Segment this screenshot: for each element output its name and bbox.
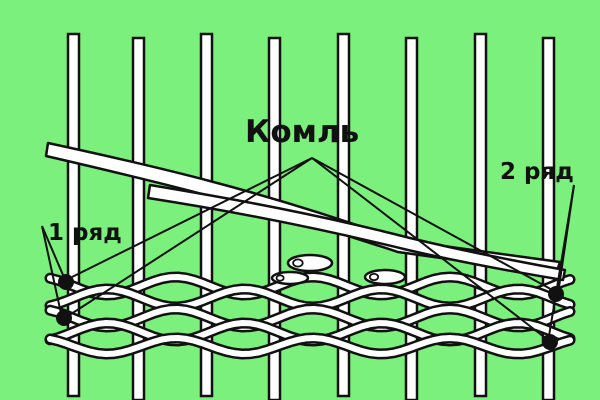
stake-5 xyxy=(336,32,351,398)
rod-tips xyxy=(270,253,407,286)
rod-butt-2 xyxy=(363,268,407,286)
stake-6 xyxy=(404,36,419,400)
marker-dot-1 xyxy=(58,274,74,290)
weave-rod-3 xyxy=(47,305,573,331)
rod-butt-core-3 xyxy=(275,274,285,282)
pointer-lines xyxy=(41,157,575,343)
stake-7 xyxy=(473,32,488,398)
weave-rod-1 xyxy=(47,273,573,299)
stake-8 xyxy=(541,36,556,400)
stake-1 xyxy=(66,32,81,398)
row-2-label: 2 ряд xyxy=(500,159,574,185)
pointer-line-6 xyxy=(41,225,63,319)
pointer-line-5 xyxy=(41,225,67,283)
marker-dot-2 xyxy=(56,310,72,326)
rod-butt-core-1 xyxy=(292,258,304,268)
woven-rods xyxy=(44,141,576,360)
stake-2 xyxy=(131,36,146,400)
weave-rod-5 xyxy=(47,334,573,358)
marker-dot-4 xyxy=(542,334,558,350)
butt-label: Комль xyxy=(245,114,360,150)
pointer-line-1 xyxy=(71,157,313,278)
marker-dot-3 xyxy=(548,286,564,302)
stake-3 xyxy=(199,32,214,398)
marker-dots xyxy=(56,274,564,350)
diagonal-rod-2 xyxy=(146,183,567,282)
rod-butt-core-2 xyxy=(368,272,380,282)
pointer-line-3 xyxy=(311,157,557,293)
row-1-label: 1 ряд xyxy=(48,220,122,246)
pointer-line-2 xyxy=(67,157,313,317)
pointer-line-8 xyxy=(547,184,575,343)
rod-butt-1 xyxy=(286,253,334,273)
pointer-line-4 xyxy=(311,157,549,341)
